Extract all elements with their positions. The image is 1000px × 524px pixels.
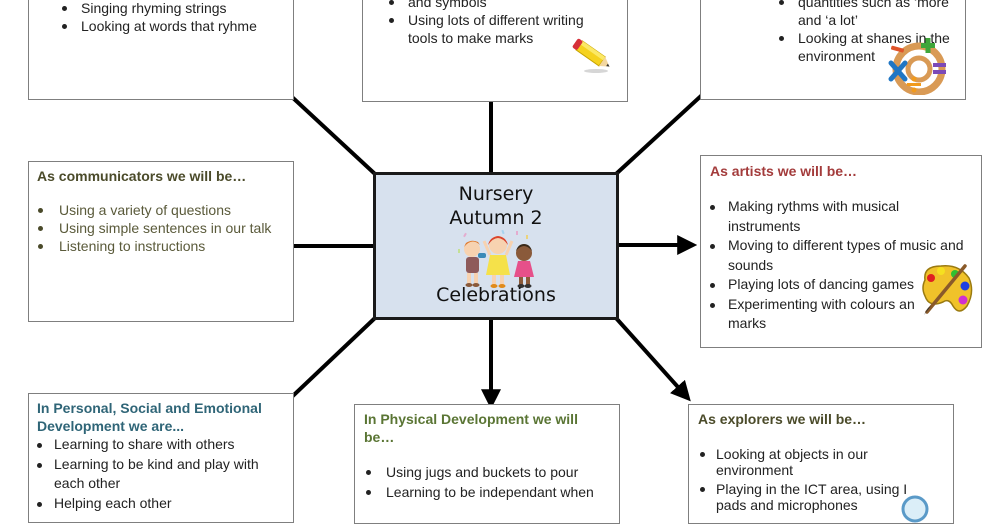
- psed-box: In Personal, Social and Emotional Develo…: [28, 393, 294, 523]
- list-item: Using jugs and buckets to pour: [364, 462, 610, 482]
- list-item: and symbols: [381, 0, 627, 11]
- maths-list: quantities such as ‘more and ‘a lot’ Loo…: [771, 0, 965, 65]
- communicators-box: As communicators we will be… Using a var…: [28, 161, 294, 322]
- physical-list: Using jugs and buckets to pour Learning …: [364, 462, 610, 502]
- artists-list: Making rythms with musical instruments M…: [710, 197, 972, 334]
- list-item: Playing in the ICT area, using I pads an…: [698, 481, 926, 513]
- magnifying-glass-icon: [901, 495, 929, 523]
- center-topic: Celebrations: [436, 284, 556, 306]
- list-item: Looking at shanes in the environment: [771, 29, 968, 65]
- center-title-line1: Nursery: [458, 183, 534, 205]
- writing-list: and symbols Using lots of different writ…: [381, 0, 627, 47]
- list-item: Using simple sentences in our talk: [37, 219, 285, 237]
- communicators-list: Using a variety of questions Using simpl…: [37, 201, 285, 255]
- psed-list: Learning to share with others Learning t…: [37, 435, 285, 513]
- list-item: Listening to instructions: [37, 237, 285, 255]
- list-item: Helping each other: [37, 494, 285, 514]
- communicators-heading: As communicators we will be…: [37, 168, 247, 184]
- physical-heading: In Physical Development we will be…: [364, 411, 578, 445]
- physical-development-box: In Physical Development we will be… Usin…: [354, 404, 620, 524]
- list-item: Using lots of different writing tools to…: [381, 11, 588, 47]
- writing-box: and symbols Using lots of different writ…: [362, 0, 628, 102]
- list-item: Moving to different types of music and s…: [710, 236, 972, 275]
- literacy-box: Singing rhyming strings Looking at words…: [28, 0, 294, 100]
- list-item: Making rythms with musical instruments: [710, 197, 928, 236]
- list-item: Using a variety of questions: [37, 201, 285, 219]
- list-item: Looking at words that ryhme: [54, 17, 293, 35]
- list-item: Looking at objects in our environment: [698, 446, 896, 478]
- topic-center-box: Nursery Autumn 2 Celebrations: [373, 172, 619, 320]
- math-symbols-icon: [888, 38, 946, 95]
- maths-box: quantities such as ‘more and ‘a lot’ Loo…: [700, 0, 966, 100]
- list-item: quantities such as ‘more and ‘a lot’: [771, 0, 968, 29]
- arrow-bottom-right: [614, 316, 691, 402]
- explorers-box: As explorers we will be… Looking at obje…: [688, 404, 954, 524]
- psed-heading: In Personal, Social and Emotional Develo…: [37, 400, 262, 434]
- artists-box: As artists we will be… Making rythms wit…: [700, 155, 982, 348]
- list-item: Singing rhyming strings: [54, 0, 293, 17]
- list-item: Playing lots of dancing games: [710, 275, 972, 295]
- paint-palette-icon: [922, 264, 973, 315]
- explorers-heading: As explorers we will be…: [698, 411, 867, 427]
- artists-heading: As artists we will be…: [710, 163, 858, 179]
- list-item: Learning to share with others: [37, 435, 285, 455]
- list-item: Experimenting with colours an marks: [710, 295, 928, 334]
- pencil-icon: [568, 31, 616, 79]
- list-item: Learning to be kind and play with each o…: [37, 455, 274, 494]
- center-title-line2: Autumn 2: [449, 207, 543, 229]
- literacy-list: Singing rhyming strings Looking at words…: [54, 0, 293, 35]
- list-item: Learning to be independant when: [364, 482, 610, 502]
- children-celebrating-icon: [458, 229, 534, 288]
